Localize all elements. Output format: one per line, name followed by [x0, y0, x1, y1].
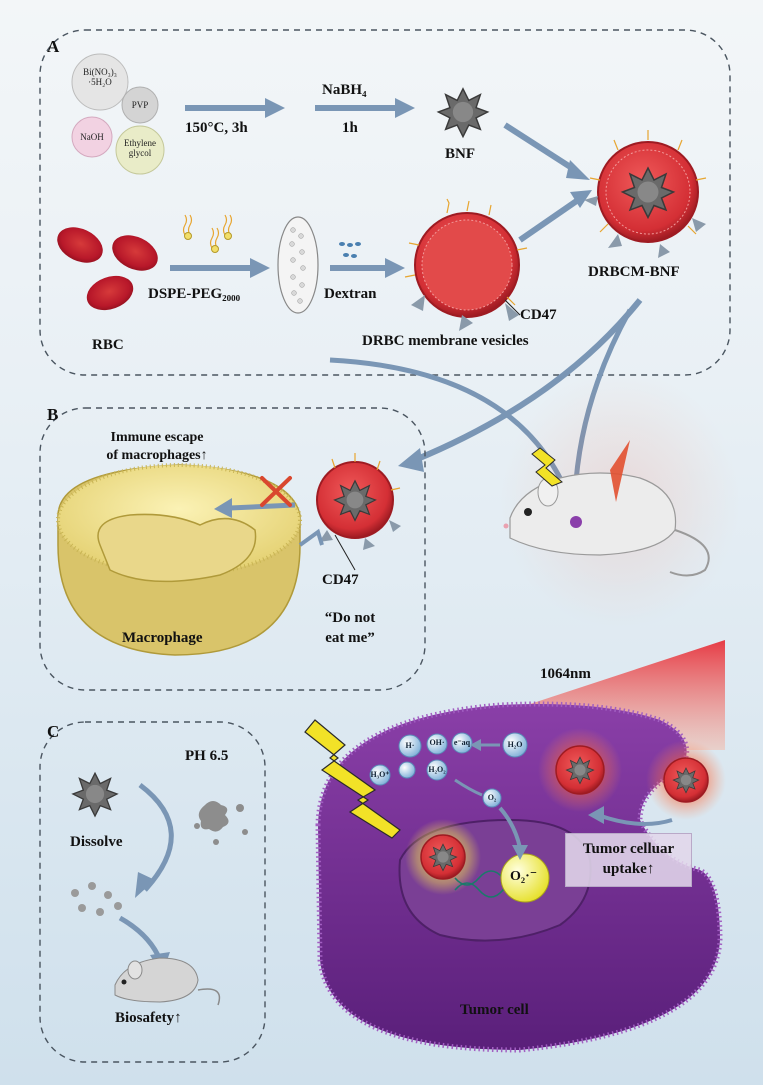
ros-molecules	[369, 732, 528, 808]
mol-h2o2: H₂O₂	[428, 765, 446, 774]
bnf-label: BNF	[445, 146, 475, 162]
dextran-label: Dextran	[324, 286, 377, 302]
product-label: DRBCM-BNF	[588, 264, 680, 280]
mouse-safe	[114, 957, 221, 1006]
drbcm-bnf-product	[584, 130, 707, 258]
uptake-label: Tumor celluar uptake↑	[566, 839, 691, 879]
tumor-cell-label: Tumor cell	[460, 1002, 529, 1018]
mol-h2o: H₂O	[507, 740, 523, 749]
reagent-ball-pvp	[121, 86, 159, 124]
time-label: 1h	[342, 120, 358, 136]
dspe-peg-lipids	[182, 214, 233, 249]
mol-oh: OH·	[429, 738, 445, 747]
quote-line-2: eat me”	[325, 630, 375, 646]
arrow-to-o2	[454, 778, 483, 797]
arrow-to-panel-b	[413, 298, 643, 463]
blocked-cross-icon	[260, 476, 292, 507]
superoxide-sphere	[500, 853, 550, 903]
panel-a-frame	[39, 29, 731, 376]
panel-c-letter: C	[47, 722, 60, 741]
degraded-fragments	[194, 801, 248, 845]
biosafety-label: Biosafety↑	[115, 1010, 182, 1026]
rbc-cells	[57, 227, 158, 311]
mol-h: H·	[405, 741, 415, 750]
reagent-naoh-label: NaOH	[80, 132, 104, 142]
dextran-molecules	[339, 242, 361, 258]
arrow-vesicle-to-product	[518, 197, 580, 243]
laser-wavelength-label: 1064nm	[540, 666, 591, 682]
cd47-label: CD47	[520, 307, 557, 323]
macrophage-cell	[56, 463, 302, 656]
laser-bolt-small-icon	[531, 447, 563, 487]
panel-a-letter: A	[47, 37, 60, 56]
reagent-ball-eg	[115, 125, 165, 175]
immune-escape-label: Immune escape of macrophages↑	[82, 429, 232, 465]
cd47-b-pointer	[334, 534, 356, 571]
uptake-line-2: uptake↑	[602, 861, 655, 877]
particle-inside	[555, 745, 605, 795]
immune-line-2: of macrophages↑	[106, 448, 208, 463]
panel-c-bnf	[72, 772, 118, 817]
arrow-dissolve	[138, 783, 174, 892]
panel-b-frame	[39, 407, 426, 691]
rbc-label: RBC	[92, 337, 124, 353]
arrow-bnf-to-product	[503, 122, 577, 173]
reductant-label: NaBH₄	[322, 82, 367, 98]
bnf-nanoflower	[437, 88, 489, 138]
mol-h3o: H₃O⁺	[370, 770, 390, 779]
cd47-pointer	[504, 299, 521, 316]
small-particles	[71, 882, 122, 916]
reagent-pvp-label: PVP	[131, 100, 149, 110]
panel-c-frame	[39, 721, 266, 1063]
uptake-box: Tumor celluar uptake↑	[565, 833, 692, 887]
condition-label: 150°C, 3h	[185, 120, 248, 136]
reagent-eg-label: Ethylene glycol	[124, 138, 156, 158]
arrow-excretion	[118, 915, 163, 961]
mol-eaq: e⁻aq	[453, 738, 471, 747]
quote-line-1: “Do not	[324, 610, 376, 626]
arrow-to-superoxide	[498, 806, 522, 849]
reagent-ball-bi	[71, 53, 129, 111]
macrophage-label: Macrophage	[122, 630, 203, 646]
panel-b-particle	[316, 453, 401, 550]
mouse-treated	[500, 370, 740, 630]
vesicles-label: DRBC membrane vesicles	[362, 333, 529, 349]
cd47-b-label: CD47	[322, 572, 359, 588]
do-not-eat-label: “Do not eat me”	[300, 608, 400, 648]
receptor-sirp	[298, 528, 324, 547]
immune-line-1: Immune escape	[110, 430, 204, 445]
mol-o2: O₂	[487, 793, 497, 802]
uptake-line-1: Tumor celluar	[582, 841, 675, 857]
arrow-uptake	[597, 813, 673, 826]
drbc-vesicle	[404, 198, 528, 331]
particle-approaching	[663, 757, 709, 803]
panel-b-letter: B	[47, 405, 59, 424]
internalized-particle	[420, 834, 466, 880]
laser-bolt-icon	[304, 719, 401, 839]
ph-label: PH 6.5	[185, 748, 229, 764]
superoxide-label: O₂·⁻	[510, 869, 538, 884]
extrusion-membrane	[277, 216, 319, 314]
dissolve-label: Dissolve	[70, 834, 123, 850]
reagent-ball-naoh	[71, 116, 113, 158]
lipid-label: DSPE-PEG₂₀₀₀	[148, 286, 241, 302]
reagent-bi-label: Bi(NO₃)₃ ·5H₂O	[83, 67, 117, 87]
